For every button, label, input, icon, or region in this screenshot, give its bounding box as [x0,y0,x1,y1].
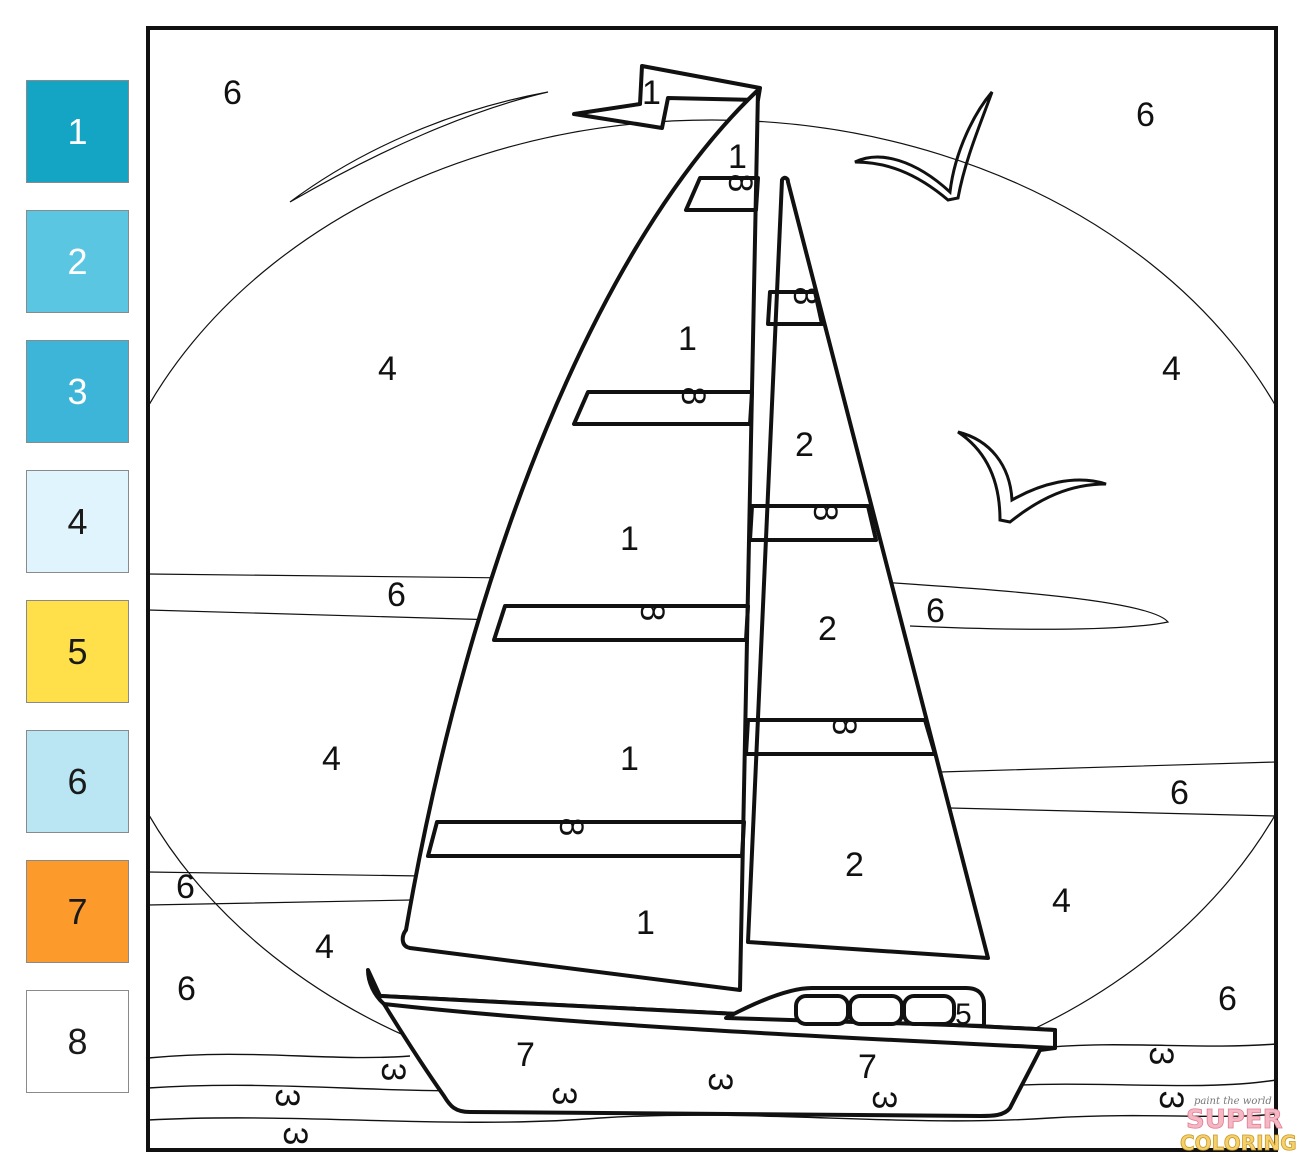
region-number: 3 [701,1073,739,1092]
swatch-number: 4 [67,500,88,542]
region-number: 3 [865,1091,903,1110]
swatch-number: 5 [67,630,88,672]
bird-top [854,91,994,202]
region-number: 4 [322,740,341,778]
region-number: 4 [1162,350,1181,388]
region-number: 1 [728,138,747,176]
swatch-number: 2 [67,240,88,282]
sea-lines-right [939,761,1276,817]
watermark-word-2: COLORING [1180,1131,1297,1155]
swatch-5[interactable]: 5 [26,600,129,703]
region-number: 1 [642,74,661,112]
cloud-band-right [879,581,1170,630]
waves [148,1043,1276,1123]
region-number: 6 [1170,774,1189,812]
region-number: 2 [818,610,837,648]
jib-sail [744,175,990,960]
swatch-3[interactable]: 3 [26,340,129,443]
watermark-word-1: SUPER [1186,1105,1283,1135]
region-number: 3 [545,1087,583,1106]
region-number: 1 [636,904,655,942]
region-number: 7 [858,1048,877,1086]
region-number: 6 [387,576,406,614]
region-number: 1 [620,520,639,558]
region-number: 2 [795,426,814,464]
region-number: 4 [378,350,397,388]
swatch-1[interactable]: 1 [26,80,129,183]
region-number: 8 [786,287,824,306]
region-number: 3 [268,1089,306,1108]
region-number: 4 [1052,882,1071,920]
region-number: 3 [276,1127,314,1146]
region-number: 8 [552,818,590,837]
region-number: 7 [516,1036,535,1074]
region-number: 1 [678,320,697,358]
color-palette: 1 2 3 4 5 6 7 8 [0,0,140,1176]
region-number: 6 [223,74,242,112]
main-sail [400,88,760,992]
region-number: 6 [177,970,196,1008]
swatch-number: 7 [67,890,88,932]
region-number: 3 [1142,1047,1180,1066]
watermark-tagline: paint the world [1194,1096,1272,1107]
swatch-6[interactable]: 6 [26,730,129,833]
region-number: 3 [1152,1091,1190,1110]
swatch-7[interactable]: 7 [26,860,129,963]
region-number: 3 [374,1063,412,1082]
region-number: 6 [176,868,195,906]
swatch-number: 8 [67,1020,88,1062]
sea-lines-left [148,871,423,906]
region-number: 1 [620,740,639,778]
region-number: 6 [1218,980,1237,1018]
swatch-number: 1 [67,110,88,152]
swatch-8[interactable]: 8 [26,990,129,1093]
swatch-number: 6 [67,760,88,802]
region-number: 6 [926,592,945,630]
watermark-logo: paint the world SUPER COLORING [1180,1096,1298,1155]
region-number: 8 [806,503,844,522]
cloud-band-left [148,573,516,621]
region-number: 8 [825,717,863,736]
bird-lower [957,430,1107,524]
region-number: 5 [955,998,972,1031]
swatch-2[interactable]: 2 [26,210,129,313]
sky-swoosh [289,91,549,203]
region-number: 8 [674,387,712,406]
region-numbers: 6 6 1 1 4 4 1 1 1 1 2 2 2 6 6 4 6 4 6 4 … [176,74,1237,1145]
region-number: 6 [1136,96,1155,134]
region-number: 2 [845,846,864,884]
swatch-number: 3 [67,370,88,412]
swatch-4[interactable]: 4 [26,470,129,573]
region-number: 8 [633,603,671,622]
region-number: 4 [315,928,334,966]
boat [366,968,1057,1118]
region-number: 8 [721,174,759,193]
